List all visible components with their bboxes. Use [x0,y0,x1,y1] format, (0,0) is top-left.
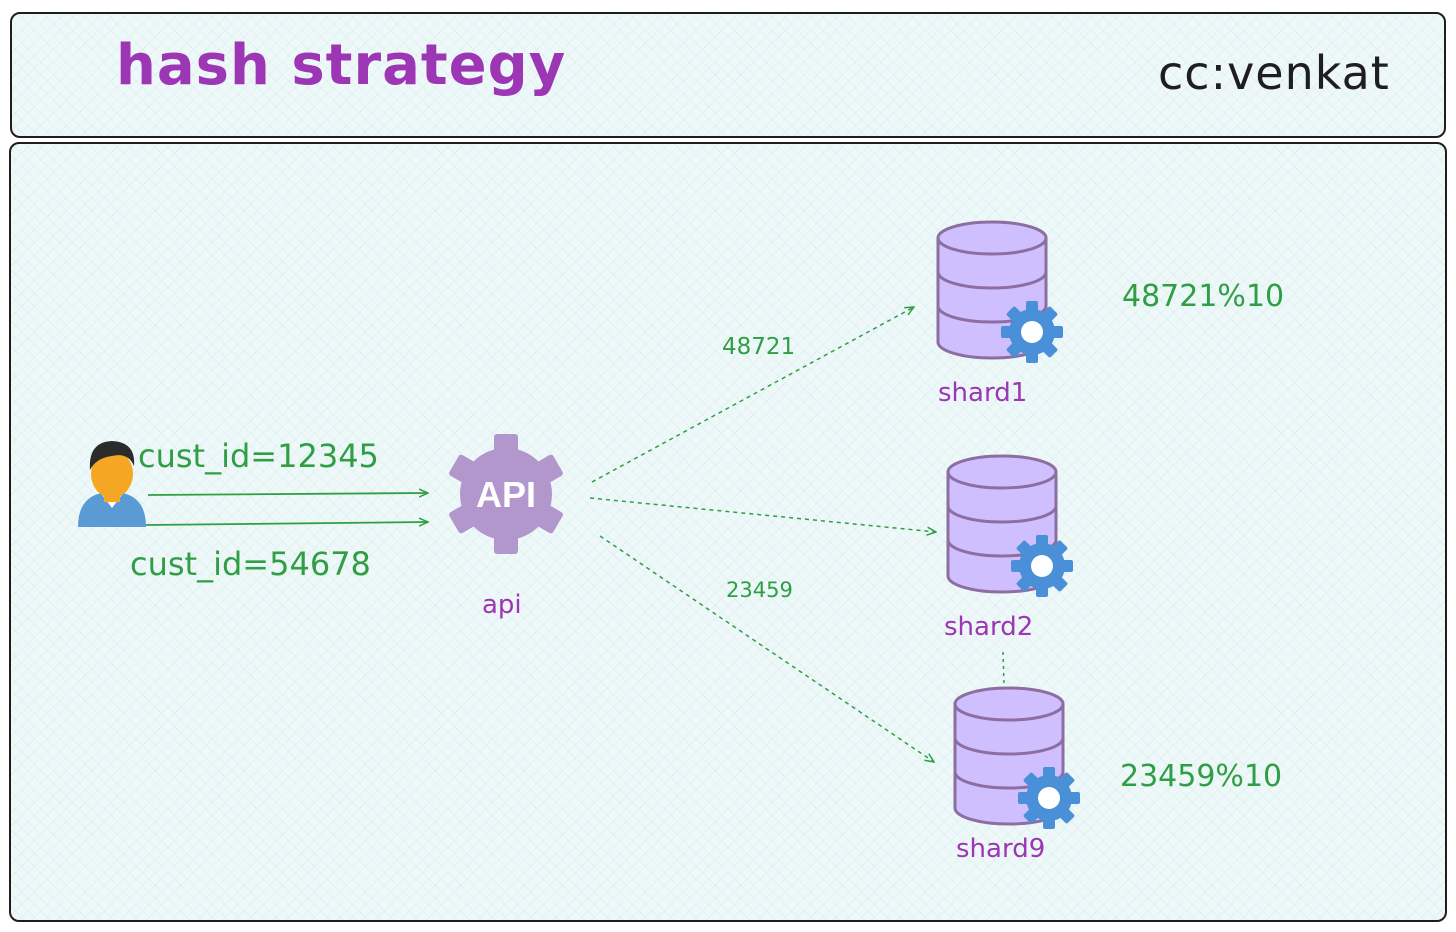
gear-icon [1018,767,1080,829]
shard2-database-icon [946,454,1073,597]
shard-ellipsis-connector [1002,651,1005,685]
gear-icon [1011,535,1073,597]
api-label: api [482,590,522,620]
edge-api-shard9 [599,535,934,762]
shard1-database-icon [936,220,1063,363]
api-icon-text: API [476,474,536,515]
header-panel [10,12,1446,138]
request-label-2: cust_id=54678 [130,545,371,583]
edge-api-shard2 [589,497,936,532]
api-gear-icon: API [449,434,563,554]
credit-label: cc:venkat [1158,46,1390,100]
shard1-label: shard1 [938,378,1028,408]
request-label-1: cust_id=12345 [138,437,379,475]
shard9-database-icon [953,686,1080,829]
shard9-label: shard9 [956,834,1046,864]
page-title: hash strategy [116,33,567,98]
request-arrow-2 [145,522,428,525]
diagram-canvas [9,142,1447,922]
user-icon [78,441,146,527]
gear-icon [1001,301,1063,363]
shard1-hash-calc: 48721%10 [1122,279,1285,314]
request-arrow-1 [147,493,428,495]
shard2-label: shard2 [944,612,1034,642]
edge-label-shard1: 48721 [722,334,796,360]
edge-label-shard9: 23459 [726,578,793,602]
shard9-hash-calc: 23459%10 [1120,759,1283,794]
edge-api-shard1 [591,307,914,483]
